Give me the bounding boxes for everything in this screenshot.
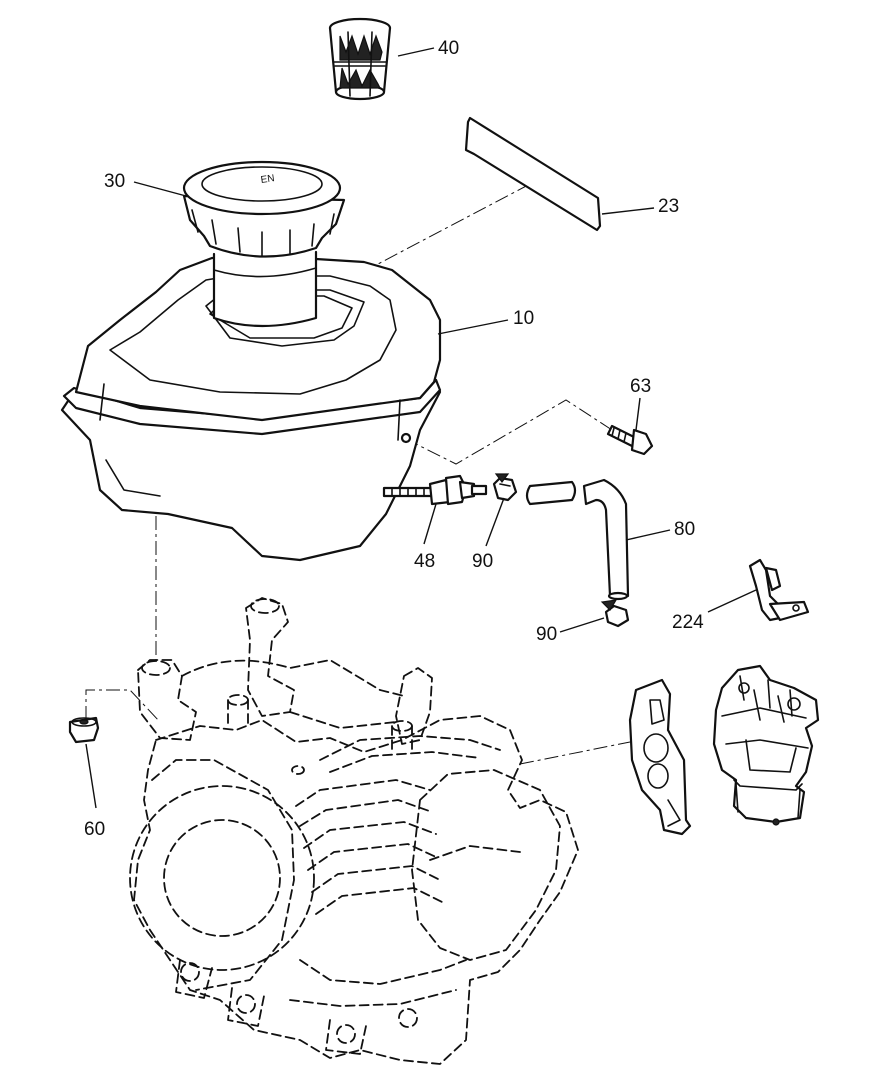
fuel-tank — [60, 250, 442, 562]
callout-fitting: 48 — [414, 551, 435, 572]
callout-hose: 80 — [674, 519, 695, 540]
fuel-fitting — [382, 474, 488, 506]
flange-nut — [68, 716, 100, 744]
carburetor — [712, 664, 820, 826]
fuel-label-decal — [464, 116, 602, 232]
callout-cap: 30 — [104, 171, 125, 192]
callout-strainer: 40 — [438, 38, 459, 59]
leader-lines — [85, 47, 757, 809]
callout-clamp-upper: 90 — [472, 551, 493, 572]
callout-nut: 60 — [84, 819, 105, 840]
engine-block-phantom — [129, 597, 579, 1065]
callout-clamp-lower: 90 — [536, 624, 557, 645]
fuel-strainer — [328, 17, 392, 101]
mounting-bolt — [606, 424, 654, 456]
callout-tank: 10 — [513, 308, 534, 329]
fuel-hose — [525, 478, 630, 601]
callout-label: 23 — [658, 196, 679, 217]
callout-labels: 40 30 23 10 63 48 90 80 90 224 60 — [84, 38, 704, 840]
callout-bolt: 63 — [630, 376, 651, 397]
choke-lever — [748, 558, 810, 622]
hose-clamp-lower — [600, 599, 630, 628]
cap-marking: EN — [260, 173, 275, 186]
fuel-cap: EN — [182, 160, 346, 258]
hose-clamp-upper — [492, 473, 518, 502]
reference-lines — [85, 183, 631, 765]
callout-choke-lever: 224 — [672, 612, 704, 633]
carburetor-gasket-bracket — [628, 678, 692, 836]
